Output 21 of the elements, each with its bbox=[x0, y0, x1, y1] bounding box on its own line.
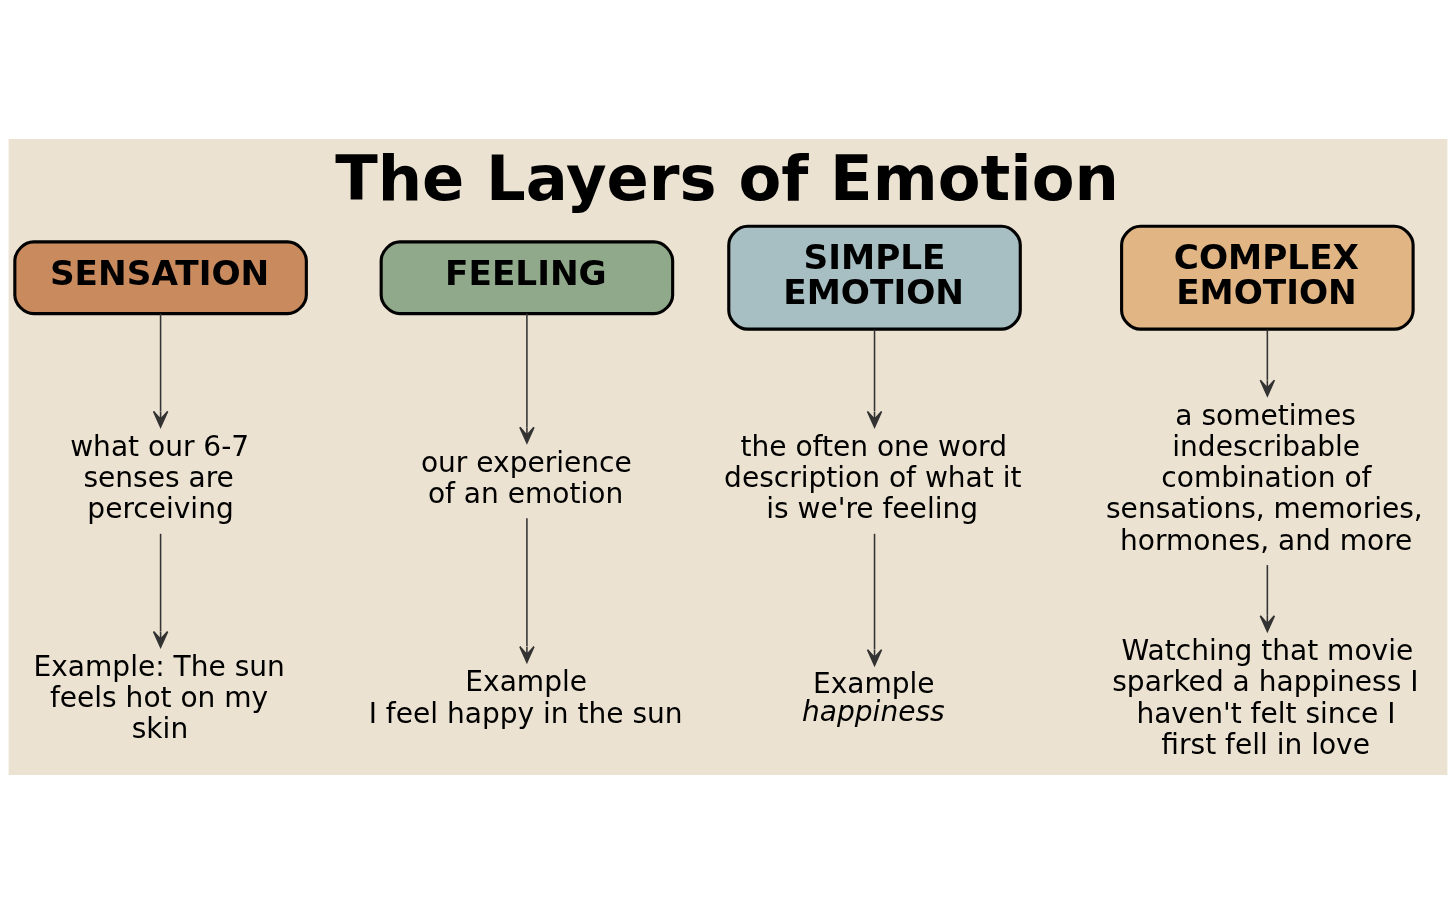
arrow bbox=[1259, 328, 1276, 397]
node-text: Example: The sun feels hot on my skin bbox=[33, 649, 285, 745]
node-text: a sometimes indescribable combination of sensations, memories, hormones, and more bbox=[1106, 398, 1423, 557]
node-box: SIMPLE EMOTION bbox=[727, 224, 1022, 331]
node-text: Example happiness bbox=[802, 666, 945, 728]
diagram-title: The Layers of Emotion bbox=[335, 141, 1119, 215]
node-text: Watching that movie sparked a happiness I haven't felt since I first fell in love bbox=[1112, 633, 1419, 761]
node-box: FEELING bbox=[379, 239, 675, 315]
node-text: what our 6-7 senses are perceiving bbox=[70, 429, 250, 525]
arrow bbox=[152, 532, 169, 648]
arrow bbox=[1259, 563, 1276, 632]
arrow bbox=[152, 312, 169, 428]
node-text: Example I feel happy in the sun bbox=[368, 664, 683, 730]
arrow bbox=[519, 312, 535, 444]
node-box: COMPLEX EMOTION bbox=[1120, 224, 1415, 331]
arrow bbox=[866, 532, 883, 666]
node-box: SENSATION bbox=[13, 239, 308, 315]
arrow bbox=[866, 328, 883, 428]
node-text: our experience of an emotion bbox=[420, 445, 632, 510]
arrow bbox=[519, 516, 535, 663]
node-text: the often one word description of what it is we're feeling bbox=[724, 429, 1022, 525]
